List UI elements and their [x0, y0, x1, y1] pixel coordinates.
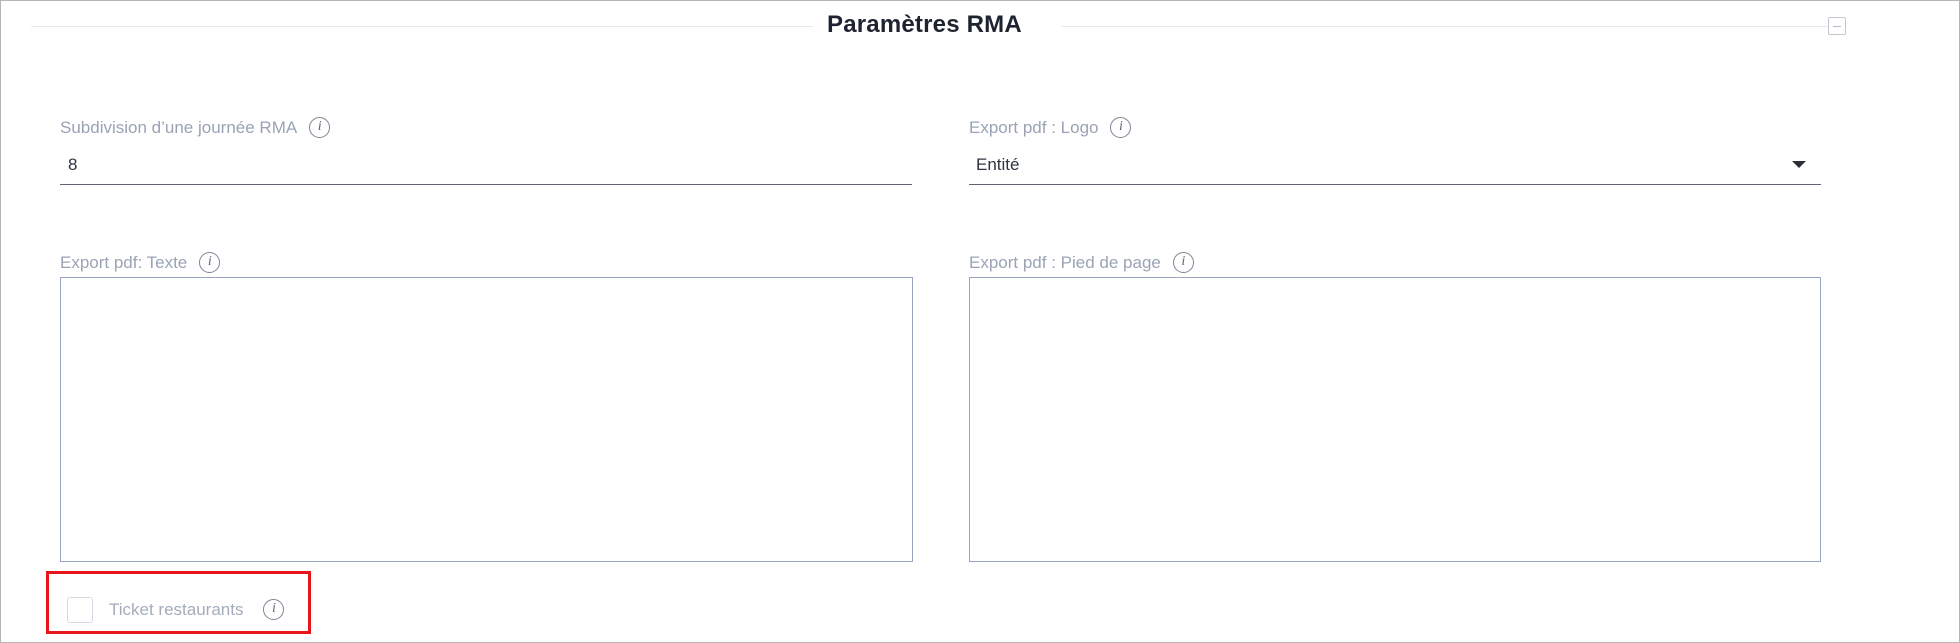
ticket-restaurants-checkbox[interactable]: [67, 597, 93, 623]
logo-select[interactable]: Entité: [976, 155, 1020, 174]
info-icon[interactable]: [263, 599, 285, 620]
info-icon[interactable]: [1172, 252, 1194, 273]
ticket-restaurants-highlight: Ticket restaurants: [46, 571, 311, 634]
logo-label-text: Export pdf : Logo: [969, 117, 1099, 137]
info-icon[interactable]: [1110, 117, 1132, 138]
section-divider-right: [1061, 26, 1831, 27]
text-textarea[interactable]: [60, 277, 913, 562]
ticket-restaurants-label[interactable]: Ticket restaurants: [109, 599, 285, 620]
ticket-restaurants-label-text: Ticket restaurants: [109, 599, 244, 619]
section-title: Paramètres RMA: [827, 11, 1022, 38]
subdivision-label-text: Subdivision d’une journée RMA: [60, 117, 298, 137]
info-icon[interactable]: [309, 117, 331, 138]
footer-label-text: Export pdf : Pied de page: [969, 252, 1161, 272]
subdivision-input-underline: [60, 184, 912, 185]
footer-textarea[interactable]: [969, 277, 1821, 562]
text-label: Export pdf: Texte: [60, 252, 221, 273]
info-icon[interactable]: [199, 252, 221, 273]
logo-label: Export pdf : Logo: [969, 117, 1132, 138]
subdivision-label: Subdivision d’une journée RMA: [60, 117, 331, 138]
section-divider-left: [31, 26, 813, 27]
chevron-down-icon[interactable]: [1792, 161, 1806, 168]
logo-select-underline: [969, 184, 1821, 185]
collapse-icon[interactable]: [1828, 17, 1846, 35]
subdivision-input[interactable]: 8: [68, 155, 78, 174]
footer-label: Export pdf : Pied de page: [969, 252, 1194, 273]
text-label-text: Export pdf: Texte: [60, 252, 188, 272]
